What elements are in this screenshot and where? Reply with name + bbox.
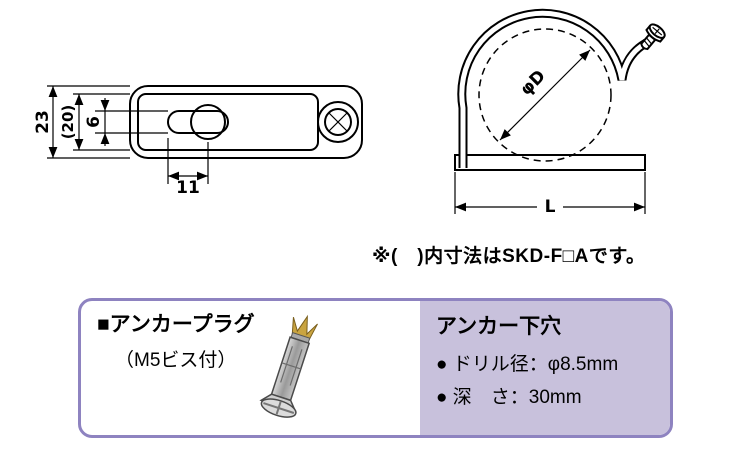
mounting-slot <box>167 110 229 134</box>
anchor-plug-illustration <box>259 314 318 418</box>
drill-depth-item: ● 深 さ：30mm <box>436 387 582 409</box>
pilot-hole-section: アンカー下穴 ● ドリル径：φ8.5mm ● 深 さ：30mm <box>420 301 670 435</box>
dimension-overall-height: 23 <box>33 85 130 159</box>
dimension-pipe-diameter: φD <box>499 49 591 141</box>
dim-6-label: 6 <box>84 116 104 128</box>
dimension-inner-height: (20) <box>59 93 130 151</box>
plug-phillips-cross-icon <box>263 401 295 415</box>
clamp-side-view-drawing: φD L <box>454 8 666 217</box>
dimension-base-length: L <box>454 172 646 217</box>
clamp-screw-head-icon <box>324 108 352 136</box>
anchor-plug-title: ■アンカープラグ <box>97 313 255 336</box>
dim-20-label: (20) <box>59 105 77 140</box>
dim-11-label: 11 <box>176 178 200 198</box>
anchor-plug-section: ■アンカープラグ （M5ビス付） <box>81 301 420 435</box>
clamp-screw-icon <box>640 23 666 51</box>
clamp-body <box>129 85 363 159</box>
dimension-slot-length: 11 <box>167 138 209 198</box>
base-plate <box>454 154 646 171</box>
anchor-plug-subtitle: （M5ビス付） <box>115 350 237 371</box>
dim-23-label: 23 <box>33 110 53 134</box>
plug-brass-tip <box>291 314 318 340</box>
pilot-hole-title: アンカー下穴 <box>436 315 562 338</box>
note-text: ※( )内寸法はSKD-F□Aです。 <box>372 246 646 267</box>
screw-tab-outline <box>317 101 359 143</box>
saddle-strap <box>457 8 649 168</box>
plug-body <box>270 336 311 402</box>
dim-L-label: L <box>545 197 556 217</box>
plug-expansion-slits <box>280 346 303 386</box>
pipe-phantom-circle <box>478 28 612 162</box>
clamp-top-view-drawing: 23 (20) 6 11 <box>33 85 363 198</box>
drill-diameter-item: ● ドリル径：φ8.5mm <box>436 354 619 376</box>
dimension-slot-width: 6 <box>84 98 168 146</box>
anchor-hole <box>190 104 226 140</box>
info-panel: ■アンカープラグ （M5ビス付） <box>78 298 673 438</box>
